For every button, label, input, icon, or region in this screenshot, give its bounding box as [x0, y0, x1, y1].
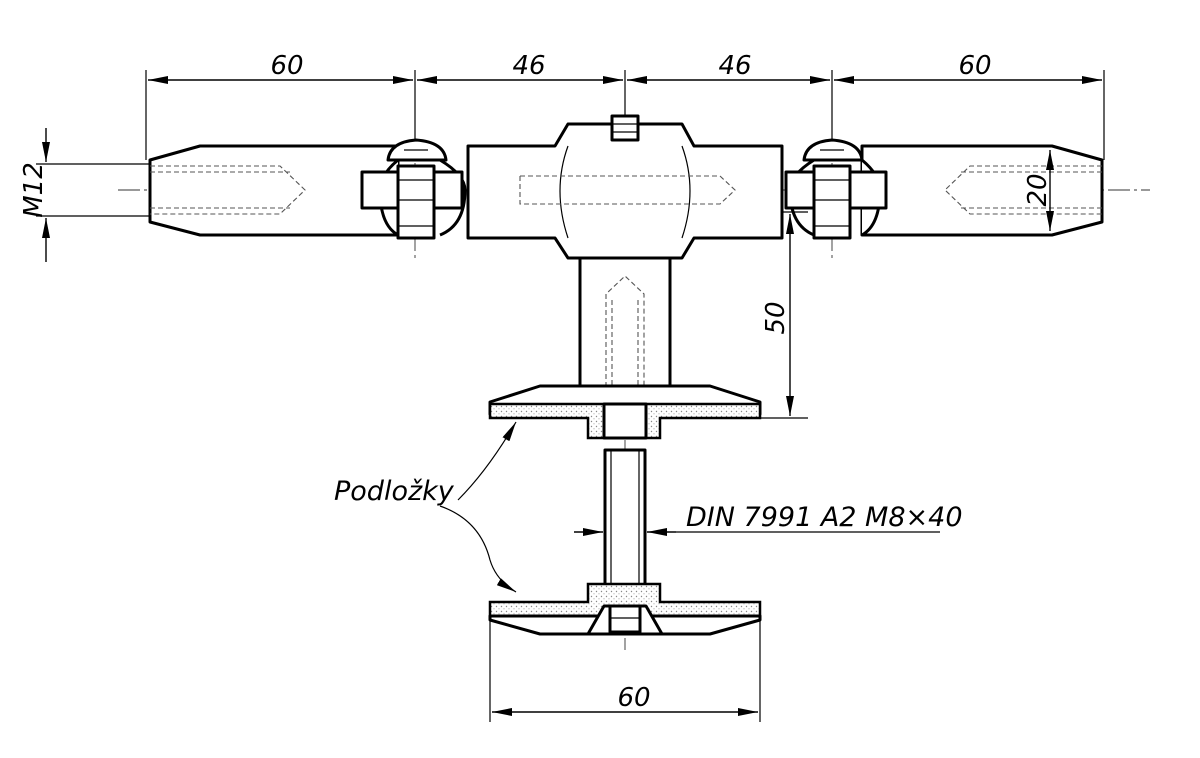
dim-right-center: 46 [718, 51, 751, 81]
dim-diameter-label: 20 [1023, 173, 1053, 206]
dim-washer-label: 60 [617, 683, 650, 713]
screw-spec-label: DIN 7991 A2 M8×40 [686, 502, 963, 533]
dim-right-arm: 60 [958, 51, 991, 81]
washer-leaders [439, 421, 517, 593]
dim-left-arm: 60 [270, 51, 303, 81]
washers-label: Podložky [334, 476, 455, 507]
vertical-stem [578, 256, 672, 400]
upper-washer [488, 384, 762, 440]
dim-thread-label: M12 [19, 162, 49, 218]
right-arm [860, 144, 1104, 237]
countersunk-screw [603, 448, 647, 588]
dim-top [145, 70, 1105, 160]
dim-stem-label: 50 [761, 301, 791, 334]
left-joint [360, 138, 467, 240]
center-block [466, 114, 784, 260]
dim-bottom [489, 620, 761, 722]
right-joint [784, 138, 888, 240]
dim-thread [36, 128, 150, 262]
dim-stem [760, 211, 808, 419]
dim-left-center: 46 [512, 51, 545, 81]
lower-washer [488, 582, 762, 636]
